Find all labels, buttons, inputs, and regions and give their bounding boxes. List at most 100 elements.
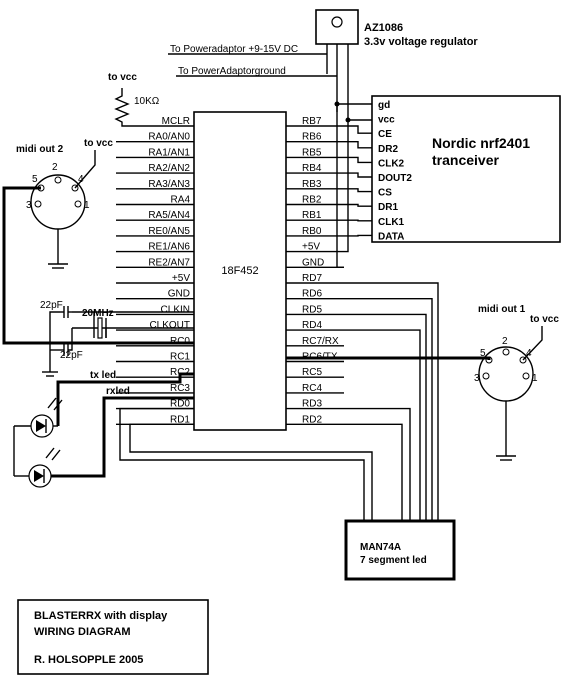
nordic-pin-label: CE [378, 129, 392, 140]
rb-to-nordic-wire [344, 156, 372, 164]
mcu-right-pin-label: RB1 [302, 210, 322, 221]
nordic-pin-label: CLK2 [378, 158, 405, 169]
nordic-pin-label: DR2 [378, 144, 398, 155]
display-body [344, 519, 456, 581]
cap-2-label: 22pF [60, 350, 83, 361]
midi-out-2-pin-label: 4 [78, 174, 84, 185]
midi-out-1-pin-label: 2 [502, 336, 508, 347]
midi-out-2-connector: midi out 2 to vcc 2 5 4 3 1 [2, 138, 194, 345]
rx-led-label: rxled [106, 386, 130, 397]
midi-out-1-pin-label: 5 [480, 348, 486, 359]
midi-out-2-pin [54, 176, 62, 184]
rb-to-nordic-wire [344, 219, 372, 222]
midi-out-1-title: midi out 1 [478, 304, 526, 315]
junction-dot [334, 101, 340, 107]
seven-segment-display: MAN74A 7 segment led [344, 519, 456, 581]
nordic-pin-label: gd [378, 100, 390, 111]
mcu-right-pin-label: RC7/RX [302, 336, 339, 347]
rd-to-display-wire [344, 313, 427, 521]
midi-out-1-pin-label: 3 [474, 373, 480, 384]
mcu-right-pin-label: RD6 [302, 289, 322, 300]
mcu-right-pin-label: RB3 [302, 179, 322, 190]
mcu-left-pin-label: RD0 [170, 399, 190, 410]
nordic-body [371, 95, 561, 243]
tx-led-label: tx led [90, 370, 116, 381]
midi-out-2-pin-label: 3 [26, 200, 32, 211]
midi-out-2-title: midi out 2 [16, 144, 64, 155]
regulator-part: AZ1086 [364, 22, 403, 34]
rd-to-display-wire [344, 423, 403, 521]
nordic-title-line1: Nordic nrf2401 [432, 135, 530, 151]
mcu-left-pin-label: RE0/AN5 [148, 226, 190, 237]
title-line1: BLASTERRX with display [34, 610, 168, 622]
rx-led-diode [34, 470, 44, 482]
mcu-left-pin-label: CLKIN [161, 304, 190, 315]
mcu-right-pin-label: RB6 [302, 132, 322, 143]
mcu-left-pin-label: RE2/AN7 [148, 257, 190, 268]
mcu-right-pin-label: RD4 [302, 320, 322, 331]
midi-out-1-pin [482, 372, 490, 380]
mcu-to-display-wires [119, 282, 439, 521]
mcu-left-pin-label: RA4 [171, 195, 191, 206]
midi-out-1-pin-label: 1 [532, 373, 538, 384]
mcu-right-pin-label: RD2 [302, 414, 322, 425]
midi-out-2-pin-label: 1 [84, 200, 90, 211]
regulator-description: 3.3v voltage regulator [364, 36, 478, 48]
mcu-right-pin-label: GND [302, 257, 324, 268]
regulator-tab-hole [331, 16, 343, 28]
mcu-left-pin-label: RC0 [170, 336, 190, 347]
mcu-left-pin-label: GND [168, 289, 190, 300]
led-section: tx led rxled [13, 370, 194, 488]
midi-out-1-pin [519, 356, 527, 364]
midi-out-2-pin-label: 5 [32, 174, 38, 185]
junction-dot [345, 117, 351, 123]
mcu-right-pin-label: RD5 [302, 304, 322, 315]
mcu-right-pin-label: RB2 [302, 195, 322, 206]
rb-to-nordic-wire [344, 188, 372, 193]
rb-to-nordic-wire [344, 125, 372, 134]
crystal-oscillator: 22pF 20MHz 22pF [40, 300, 194, 377]
rd1-to-display-wire [129, 423, 373, 521]
nordic-pin-label: DOUT2 [378, 173, 412, 184]
resistor-vcc-label: to vcc [108, 72, 137, 83]
tx-led-diode [36, 420, 46, 432]
vcc-to-nordic-wire [344, 119, 372, 253]
mcu-left-pin-label: MCLR [162, 116, 190, 127]
rd0-to-display-wire [119, 407, 365, 521]
mcu-left-pin-label: RC3 [170, 383, 190, 394]
power-adaptor-ground-label: To PowerAdaptorground [178, 66, 286, 77]
mcu-right-pin-label: RB0 [302, 226, 322, 237]
power-adaptor-input-label: To Poweradaptor +9-15V DC [170, 44, 298, 55]
mcu-right-pin-label: +5V [302, 242, 320, 253]
mcu-name: 18F452 [221, 265, 258, 277]
mcu-body [193, 111, 287, 431]
mcu-right-pin-label: RD7 [302, 273, 322, 284]
resistor-value: 10KΩ [134, 96, 160, 107]
crystal-body [97, 317, 103, 339]
midi-out-1-connector: midi out 1 to vcc 2 5 4 3 1 [286, 304, 559, 461]
mcu-right-pin-label: RC4 [302, 383, 322, 394]
mcu-left-pin-label: RE1/AN6 [148, 242, 190, 253]
mcu-right-pin-label: RB7 [302, 116, 322, 127]
display-description: 7 segment led [360, 555, 427, 566]
mcu-right-pin-label: RB5 [302, 147, 322, 158]
midi-out-2-pin [34, 200, 42, 208]
mcu-left-pin-label: RA5/AN4 [148, 210, 190, 221]
rb-to-nordic-wire [344, 234, 372, 237]
nordic-transceiver: Nordic nrf2401 tranceiver gdvccCEDR2CLK2… [371, 95, 561, 243]
pullup-resistor: to vcc 10KΩ [108, 72, 194, 127]
mcu-right-pin-label: RC5 [302, 367, 322, 378]
display-part: MAN74A [360, 542, 401, 553]
title-author: R. HOLSOPPLE 2005 [34, 654, 143, 666]
rd-to-display-wire [344, 282, 439, 521]
mcu-left-pin-label: +5V [172, 273, 190, 284]
voltage-regulator: AZ1086 3.3v voltage regulator To Powerad… [168, 9, 478, 120]
mcu-right-pins: RB7RB6RB5RB4RB3RB2RB1RB0+5VGNDRD7RD6RD5R… [286, 116, 344, 425]
mcu-left-pin-label: RA0/AN0 [148, 132, 190, 143]
mcu-left-pin-label: CLKOUT [149, 320, 190, 331]
midi-out-2-pin [74, 200, 82, 208]
midi-out-2-pin [71, 184, 79, 192]
nordic-title-line2: tranceiver [432, 152, 499, 168]
